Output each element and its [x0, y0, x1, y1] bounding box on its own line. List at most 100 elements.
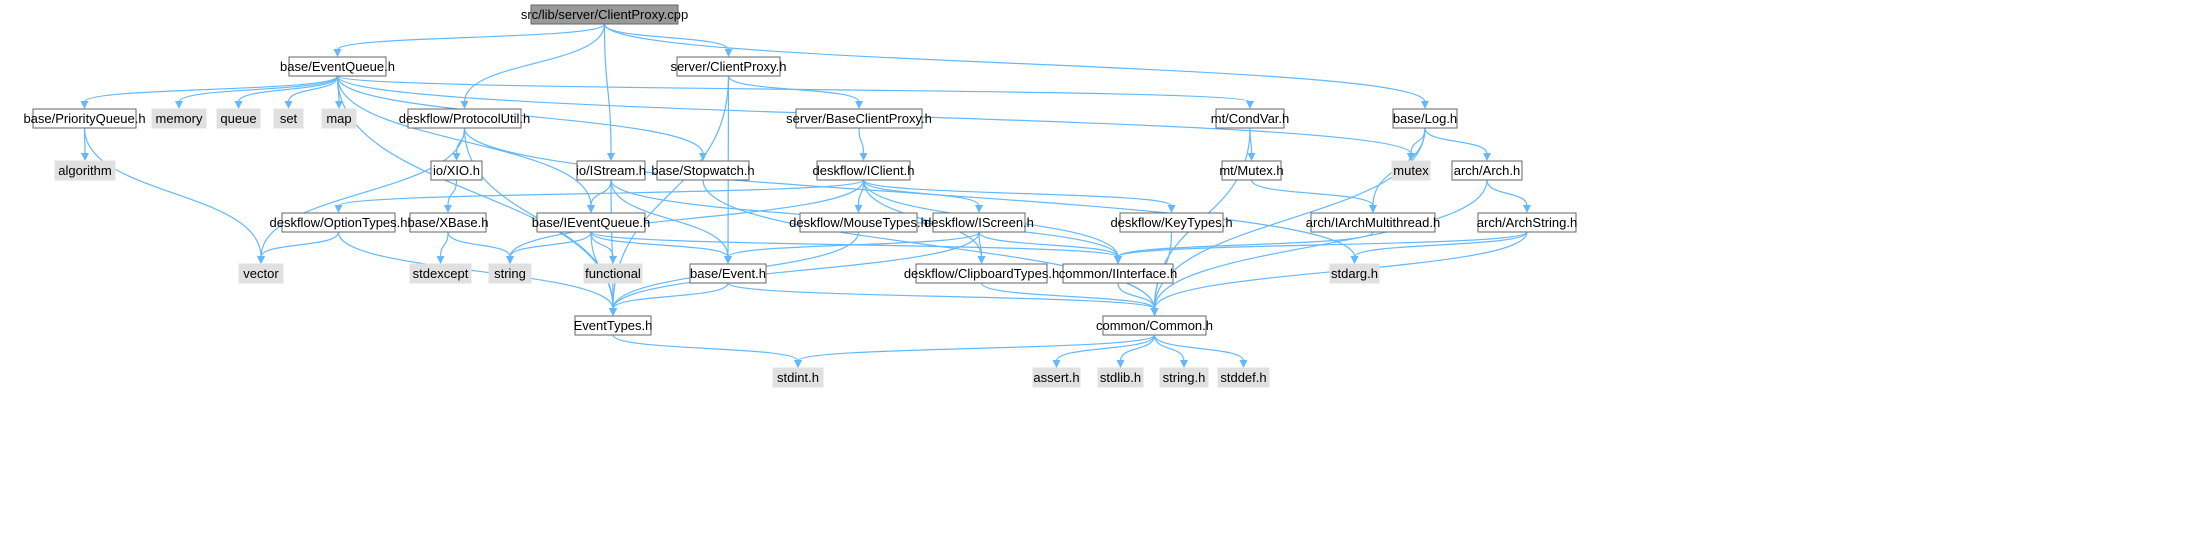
- node-box: [32, 108, 137, 129]
- node-label: deskflow/IScreen.h: [924, 215, 1034, 230]
- node-eventqueue-h[interactable]: base/EventQueue.h: [280, 56, 395, 77]
- node-label: base/Event.h: [690, 266, 766, 281]
- arrowhead: [859, 153, 868, 161]
- edge-baseclientproxy_h-to-iclient_h: [858, 127, 865, 155]
- node-label: deskflow/IClient.h: [813, 163, 915, 178]
- node-istream-h[interactable]: io/IStream.h: [576, 160, 646, 181]
- node-xio-h[interactable]: io/XIO.h: [430, 160, 483, 181]
- arrowhead: [444, 205, 452, 213]
- node-box: [932, 212, 1026, 233]
- node-eventtypes-h[interactable]: EventTypes.h: [574, 315, 653, 336]
- node-box: [689, 263, 767, 284]
- node-iclient-h[interactable]: deskflow/IClient.h: [813, 160, 915, 181]
- node-label: set: [280, 111, 298, 126]
- node-memory: memory: [151, 108, 207, 129]
- node-label: map: [326, 111, 351, 126]
- arrowhead: [334, 205, 343, 213]
- node-label: arch/IArchMultithread.h: [1306, 215, 1440, 230]
- node-label: EventTypes.h: [574, 318, 653, 333]
- node-baseclientproxy-h[interactable]: server/BaseClientProxy.h: [786, 108, 932, 129]
- node-event-h[interactable]: base/Event.h: [689, 263, 767, 284]
- node-clipboardtypes-h[interactable]: deskflow/ClipboardTypes.h: [904, 263, 1059, 284]
- node-box: [54, 160, 116, 181]
- node-clientproxy-cpp[interactable]: src/lib/server/ClientProxy.cpp: [521, 4, 688, 25]
- edge-iscreen_h-to-event_h: [727, 231, 980, 258]
- node-box: [1159, 367, 1209, 388]
- arrowhead: [1150, 308, 1159, 316]
- node-mutex: mutex: [1391, 160, 1431, 181]
- node-label: stdlib.h: [1100, 370, 1141, 385]
- node-label: base/PriorityQueue.h: [23, 111, 145, 126]
- node-box: [409, 263, 472, 284]
- edge-common_h-to-assert_h: [1055, 334, 1156, 362]
- node-ieventqueue-h[interactable]: base/IEventQueue.h: [532, 212, 651, 233]
- node-common-h[interactable]: common/Common.h: [1096, 315, 1213, 336]
- node-xbase-h[interactable]: base/XBase.h: [408, 212, 489, 233]
- node-keytypes-h[interactable]: deskflow/KeyTypes.h: [1110, 212, 1233, 233]
- arrowhead: [175, 101, 183, 109]
- edge-server_clientproxy_h-to-baseclientproxy_h: [727, 75, 860, 103]
- node-label: base/EventQueue.h: [280, 59, 395, 74]
- node-string: string: [488, 263, 532, 284]
- edge-event_h-to-eventtypes_h: [612, 282, 729, 310]
- arrowhead: [335, 101, 343, 109]
- edge-clientproxy_cpp-to-protocolutil_h: [463, 23, 606, 103]
- node-label: memory: [156, 111, 203, 126]
- node-box: [488, 263, 532, 284]
- node-box: [772, 367, 824, 388]
- arrowhead: [284, 101, 293, 109]
- node-box: [656, 160, 750, 181]
- node-box: [676, 56, 781, 77]
- node-box: [407, 108, 522, 129]
- arrowhead: [1350, 256, 1359, 264]
- node-optiontypes-h[interactable]: deskflow/OptionTypes.h: [269, 212, 408, 233]
- edge-archstring_h-to-iinterface_h: [1117, 231, 1528, 258]
- node-arch-h[interactable]: arch/Arch.h: [1451, 160, 1523, 181]
- node-box: [799, 212, 918, 233]
- node-iscreen-h[interactable]: deskflow/IScreen.h: [924, 212, 1034, 233]
- node-mutex-h[interactable]: mt/Mutex.h: [1219, 160, 1284, 181]
- edge-arch_h-to-archstring_h: [1486, 179, 1528, 207]
- node-log-h[interactable]: base/Log.h: [1392, 108, 1458, 129]
- nodes-layer: src/lib/server/ClientProxy.cpp base/Even…: [23, 4, 1577, 388]
- arrowhead: [257, 256, 265, 264]
- node-box: [1217, 367, 1270, 388]
- edge-iscreen_h-to-iinterface_h: [978, 231, 1119, 258]
- arrowhead: [1180, 360, 1188, 368]
- node-mousetypes-h[interactable]: deskflow/MouseTypes.h: [789, 212, 928, 233]
- arrowhead: [1239, 360, 1248, 368]
- node-box: [1310, 212, 1436, 233]
- edge-iinterface_h-to-common_h: [1117, 282, 1156, 310]
- edge-ieventqueue_h-to-string: [509, 231, 592, 258]
- arrowhead: [452, 153, 461, 161]
- node-label: deskflow/OptionTypes.h: [269, 215, 407, 230]
- edge-clipboardtypes_h-to-common_h: [980, 282, 1156, 310]
- node-functional: functional: [583, 263, 643, 284]
- node-box: [321, 108, 357, 129]
- edge-iclient_h-to-string: [509, 179, 865, 258]
- node-box: [216, 108, 261, 129]
- node-label: stdint.h: [777, 370, 819, 385]
- node-server-clientproxy-h[interactable]: server/ClientProxy.h: [670, 56, 787, 77]
- edge-iclient_h-to-iscreen_h: [862, 179, 980, 207]
- node-iarchmultithread-h[interactable]: arch/IArchMultithread.h: [1306, 212, 1440, 233]
- node-queue: queue: [216, 108, 261, 129]
- edge-xbase_h-to-string: [447, 231, 511, 258]
- node-condvar-h[interactable]: mt/CondVar.h: [1211, 108, 1290, 129]
- node-archstring-h[interactable]: arch/ArchString.h: [1477, 212, 1577, 233]
- node-label: mt/CondVar.h: [1211, 111, 1290, 126]
- edge-clientproxy_cpp-to-eventqueue_h: [336, 23, 606, 51]
- edge-common_h-to-stddef_h: [1153, 334, 1245, 362]
- node-protocolutil-h[interactable]: deskflow/ProtocolUtil.h: [399, 108, 531, 129]
- arrowhead: [436, 256, 445, 264]
- node-stopwatch-h[interactable]: base/Stopwatch.h: [651, 160, 755, 181]
- edge-clientproxy_cpp-to-istream_h: [603, 23, 612, 155]
- node-priorityqueue-h[interactable]: base/PriorityQueue.h: [23, 108, 146, 129]
- edge-archstring_h-to-stdarg_h: [1353, 231, 1528, 258]
- arrowhead: [1246, 101, 1254, 109]
- node-box: [1221, 160, 1282, 181]
- node-label: string.h: [1163, 370, 1206, 385]
- node-label: vector: [243, 266, 279, 281]
- node-iinterface-h[interactable]: common/IInterface.h: [1059, 263, 1178, 284]
- node-label: string: [494, 266, 526, 281]
